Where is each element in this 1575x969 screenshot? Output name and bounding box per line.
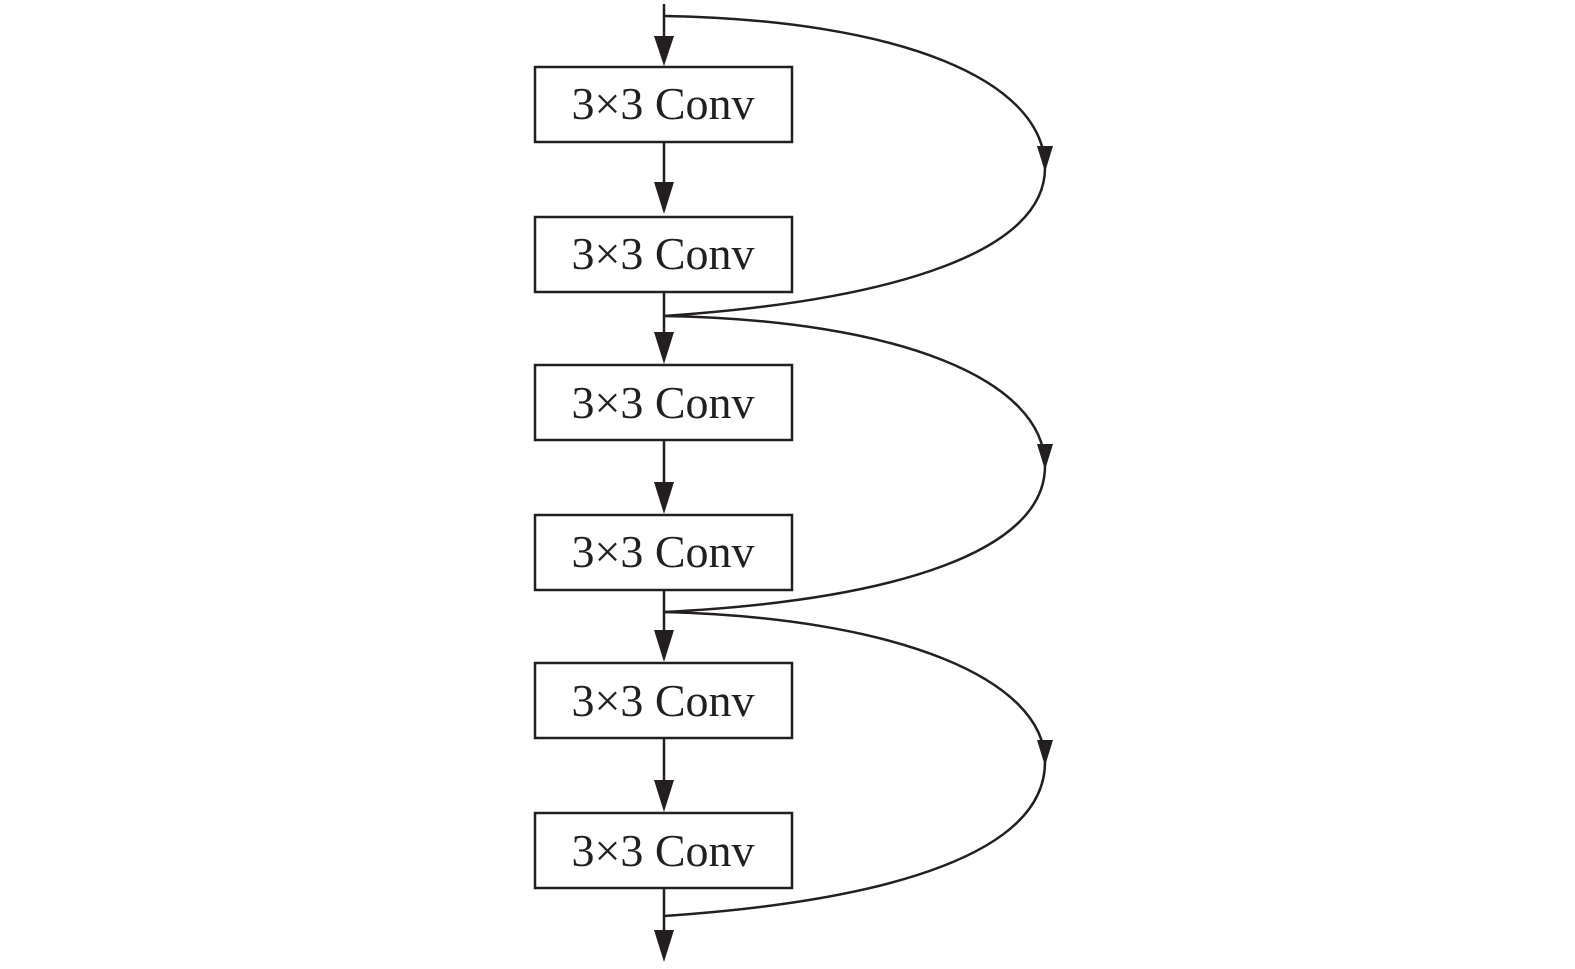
arrow-into-block-1 [654,36,674,66]
arrow-into-block-3 [654,332,674,364]
output-arrowhead [654,930,674,962]
conv-block-4: 3×3 Conv [533,513,794,592]
skip-arrowhead-2 [1037,444,1053,470]
conv-block-label: 3×3 Conv [571,78,754,129]
skip-arrowhead-3 [1037,740,1053,766]
conv-block-label: 3×3 Conv [571,228,754,279]
conv-block-6: 3×3 Conv [533,811,794,890]
arrow-into-block-2 [654,182,674,214]
conv-block-1: 3×3 Conv [533,65,794,144]
arrow-into-block-6 [654,780,674,812]
conv-block-label: 3×3 Conv [571,377,754,428]
arrow-into-block-5 [654,630,674,662]
conv-block-label: 3×3 Conv [571,526,754,577]
conv-block-label: 3×3 Conv [571,825,754,876]
skip-arrowhead-1 [1037,146,1053,172]
conv-block-5: 3×3 Conv [533,661,794,740]
conv-block-2: 3×3 Conv [533,215,794,294]
conv-block-3: 3×3 Conv [533,363,794,442]
arrow-into-block-4 [654,482,674,514]
conv-block-label: 3×3 Conv [571,675,754,726]
